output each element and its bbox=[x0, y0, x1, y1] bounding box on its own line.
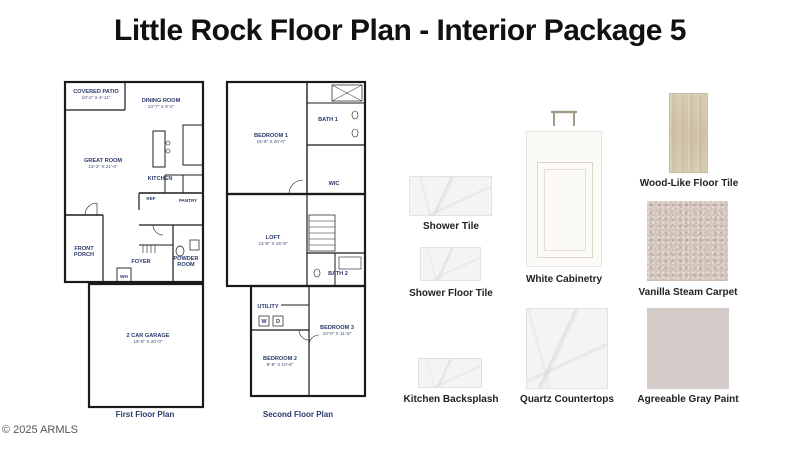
room-utility: UTILITY bbox=[257, 304, 279, 310]
shower-tile-label: Shower Tile bbox=[423, 221, 479, 232]
room-wh: WH bbox=[120, 274, 128, 279]
white-cabinetry-swatch bbox=[526, 131, 602, 267]
room-pantry: PANTRY bbox=[178, 198, 198, 203]
room-bath-1: BATH 1 bbox=[318, 117, 338, 123]
room-foyer: FOYER bbox=[131, 259, 151, 265]
room-kitchen: KITCHEN bbox=[147, 176, 173, 182]
upper-bedrooms-outline bbox=[249, 284, 367, 398]
first-floor-label: First Floor Plan bbox=[115, 410, 175, 419]
garage-outline bbox=[87, 282, 205, 409]
kitchen-backsplash-label: Kitchen Backsplash bbox=[403, 394, 499, 405]
quartz-countertops-label: Quartz Countertops bbox=[520, 394, 614, 405]
shower-floor-tile-swatch bbox=[420, 247, 481, 281]
cabinet-handle-icon bbox=[550, 110, 578, 126]
second-floor-label: Second Floor Plan bbox=[262, 410, 334, 419]
shower-floor-tile-label: Shower Floor Tile bbox=[409, 288, 493, 299]
room-bath-2: BATH 2 bbox=[328, 271, 348, 277]
white-cabinetry-label: White Cabinetry bbox=[525, 274, 603, 285]
wood-floor-tile-label: Wood-Like Floor Tile bbox=[639, 178, 739, 189]
kitchen-backsplash-swatch bbox=[418, 358, 482, 388]
appliance-washer: W bbox=[261, 319, 267, 325]
room-ref: REF bbox=[146, 196, 156, 201]
cabinet-door bbox=[537, 162, 593, 258]
room-powder-room: POWDER ROOM bbox=[173, 256, 199, 269]
floor-plan-drawing bbox=[63, 80, 367, 409]
carpet-swatch bbox=[647, 201, 728, 281]
room-wic: WIC bbox=[328, 181, 340, 187]
room-front-porch: FRONT PORCH bbox=[73, 246, 95, 259]
wood-floor-tile-swatch bbox=[669, 93, 708, 173]
paint-swatch bbox=[647, 308, 729, 389]
copyright-notice: © 2025 ARMLS bbox=[2, 424, 78, 436]
quartz-countertops-swatch bbox=[526, 308, 608, 389]
carpet-label: Vanilla Steam Carpet bbox=[638, 287, 738, 298]
paint-label: Agreeable Gray Paint bbox=[637, 394, 739, 405]
first-floor-outline bbox=[63, 80, 205, 284]
shower-tile-swatch bbox=[409, 176, 492, 216]
page-title: Little Rock Floor Plan - Interior Packag… bbox=[114, 14, 686, 47]
appliance-dryer: D bbox=[275, 319, 281, 325]
